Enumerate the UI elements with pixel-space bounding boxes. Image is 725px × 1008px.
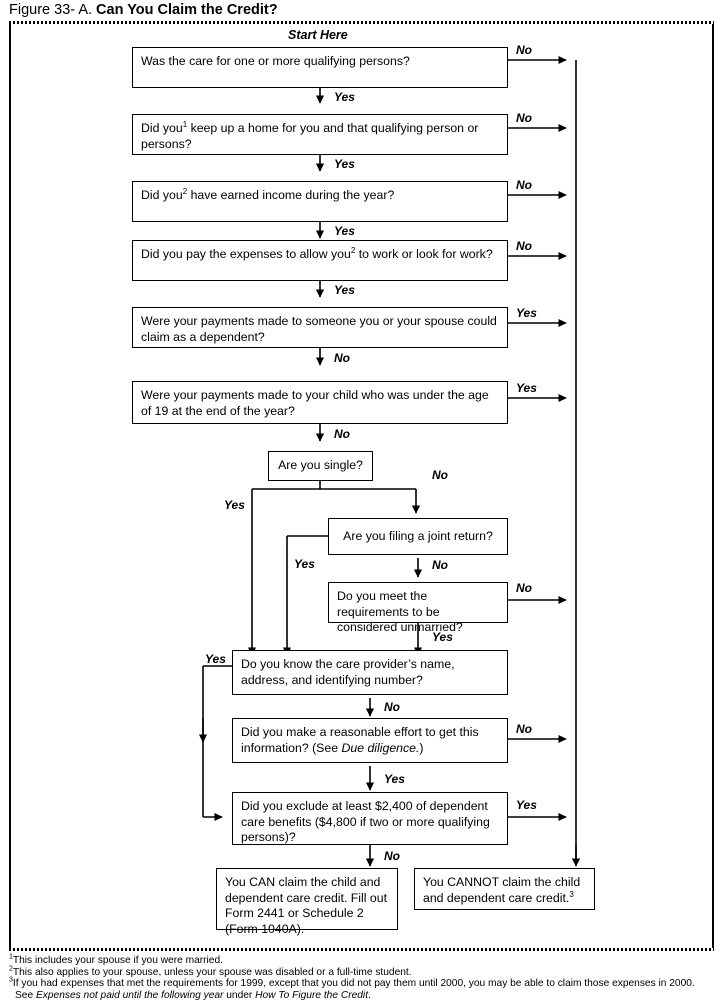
edge-label-q9-no: No <box>516 581 532 595</box>
footnote-3: 3If you had expenses that met the requir… <box>9 976 719 990</box>
edge-label-q8-yes: Yes <box>294 557 315 571</box>
q3-text-b: have earned income during the year? <box>187 188 395 202</box>
decision-box-earned-income[interactable]: Did you2 have earned income during the y… <box>132 181 508 222</box>
q3-text-a: Did you <box>141 188 183 202</box>
edge-label-q7-yes: Yes <box>224 498 245 512</box>
footnote-2-text: This also applies to your spouse, unless… <box>12 966 412 978</box>
decision-box-joint-return[interactable]: Are you filing a joint return? <box>328 518 508 555</box>
decision-box-considered-unmarried[interactable]: Do you meet the requirements to be consi… <box>328 582 508 634</box>
edge-label-q3-no: No <box>516 178 532 192</box>
edge-label-q11-yes: Yes <box>384 772 405 786</box>
edge-label-q10-no: No <box>384 700 400 714</box>
decision-box-keep-up-home[interactable]: Did you1 keep up a home for you and that… <box>132 114 508 155</box>
q2-text-a: Did you <box>141 121 183 135</box>
edge-label-q1-no: No <box>516 43 532 57</box>
cannot-text: You CANNOT claim the child and dependent… <box>423 875 581 905</box>
can-text: You CAN claim the child and dependent ca… <box>225 875 388 936</box>
footnote-3-ref2: How To Figure the Credit <box>255 989 369 1001</box>
edge-label-q10-yes: Yes <box>205 652 226 666</box>
figure-number: Figure 33- A. <box>9 2 93 18</box>
edge-label-q9-yes: Yes <box>432 630 453 644</box>
footnote-marker-1: 1 <box>182 119 188 129</box>
decision-box-payments-to-dependent[interactable]: Were your payments made to someone you o… <box>132 307 508 348</box>
q11-text-a: Did you make a reasonable effort to get … <box>241 725 479 755</box>
decision-box-pay-expenses-to-work[interactable]: Did you pay the expenses to allow you2 t… <box>132 240 508 281</box>
decision-box-payments-to-child-under-19[interactable]: Were your payments made to your child wh… <box>132 381 508 424</box>
q9-text: Do you meet the requirements to be consi… <box>337 589 463 634</box>
q4-text-b: to work or look for work? <box>355 247 493 261</box>
edge-label-q3-yes: Yes <box>334 224 355 238</box>
due-diligence-reference: Due diligence. <box>341 740 420 755</box>
footnote-3-continued: See Expenses not paid until the followin… <box>9 990 719 1002</box>
q7-text: Are you single? <box>278 458 363 473</box>
edge-label-q2-yes: Yes <box>334 157 355 171</box>
decision-box-are-you-single[interactable]: Are you single? <box>268 451 373 481</box>
footnote-1-marker: 1 <box>9 953 13 961</box>
footnote-1-text: This includes your spouse if you were ma… <box>12 955 223 966</box>
edge-label-q11-no: No <box>516 722 532 736</box>
edge-label-q4-yes: Yes <box>334 283 355 297</box>
footnote-3-see: See <box>15 989 36 1001</box>
footnote-3-ref1: Expenses not paid until the following ye… <box>35 989 224 1001</box>
q2-text-b: keep up a home for you and that qualifyi… <box>141 121 479 151</box>
outcome-box-cannot-claim[interactable]: You CANNOT claim the child and dependent… <box>414 868 595 910</box>
page-title: Figure 33- A. Can You Claim the Credit? <box>9 2 278 18</box>
q11-text-c: ) <box>419 740 424 755</box>
decision-box-know-care-provider[interactable]: Do you know the care provider’s name, ad… <box>232 650 508 695</box>
footnote-marker-3: 3 <box>569 889 574 899</box>
edge-label-q4-no: No <box>516 239 532 253</box>
footnote-3-period: . <box>368 989 371 1001</box>
footnote-3-under: under <box>223 989 256 1001</box>
edge-label-q6-yes: Yes <box>516 381 537 395</box>
footnote-3-marker: 3 <box>9 976 13 984</box>
footnote-2: 2This also applies to your spouse, unles… <box>9 965 719 979</box>
edge-label-q6-no: No <box>334 427 350 441</box>
decision-box-exclude-dependent-care-benefits[interactable]: Did you exclude at least $2,400 of depen… <box>232 792 508 845</box>
q10-text: Do you know the care provider’s name, ad… <box>241 657 455 687</box>
q6-text: Were your payments made to your child wh… <box>141 388 489 418</box>
edge-label-q1-yes: Yes <box>334 90 355 104</box>
start-here-label: Start Here <box>288 28 348 42</box>
footnote-marker-2: 2 <box>182 186 188 196</box>
q8-text: Are you filing a joint return? <box>343 528 493 543</box>
figure-title: Can You Claim the Credit? <box>96 2 278 18</box>
q12-text: Did you exclude at least $2,400 of depen… <box>241 799 490 844</box>
edge-label-q5-yes: Yes <box>516 306 537 320</box>
figure-frame <box>9 21 714 951</box>
edge-label-q5-no: No <box>334 351 350 365</box>
q4-text-a: Did you pay the expenses to allow you <box>141 247 351 261</box>
footnote-1: 1This includes your spouse if you were m… <box>9 953 719 967</box>
footnote-2-marker: 2 <box>9 965 13 973</box>
decision-box-qualifying-persons[interactable]: Was the care for one or more qualifying … <box>132 47 508 88</box>
edge-label-q12-no: No <box>384 849 400 863</box>
edge-label-q12-yes: Yes <box>516 798 537 812</box>
footnotes: 1This includes your spouse if you were m… <box>9 953 719 1002</box>
outcome-box-can-claim[interactable]: You CAN claim the child and dependent ca… <box>216 868 398 936</box>
decision-box-reasonable-effort[interactable]: Did you make a reasonable effort to get … <box>232 718 508 763</box>
edge-label-q7-no: No <box>432 468 448 482</box>
footnote-marker-2b: 2 <box>350 245 356 255</box>
footnote-3-text: If you had expenses that met the require… <box>12 978 695 990</box>
edge-label-q2-no: No <box>516 111 532 125</box>
edge-label-q8-no: No <box>432 558 448 572</box>
q1-text: Was the care for one or more qualifying … <box>141 54 410 68</box>
q5-text: Were your payments made to someone you o… <box>141 314 497 344</box>
